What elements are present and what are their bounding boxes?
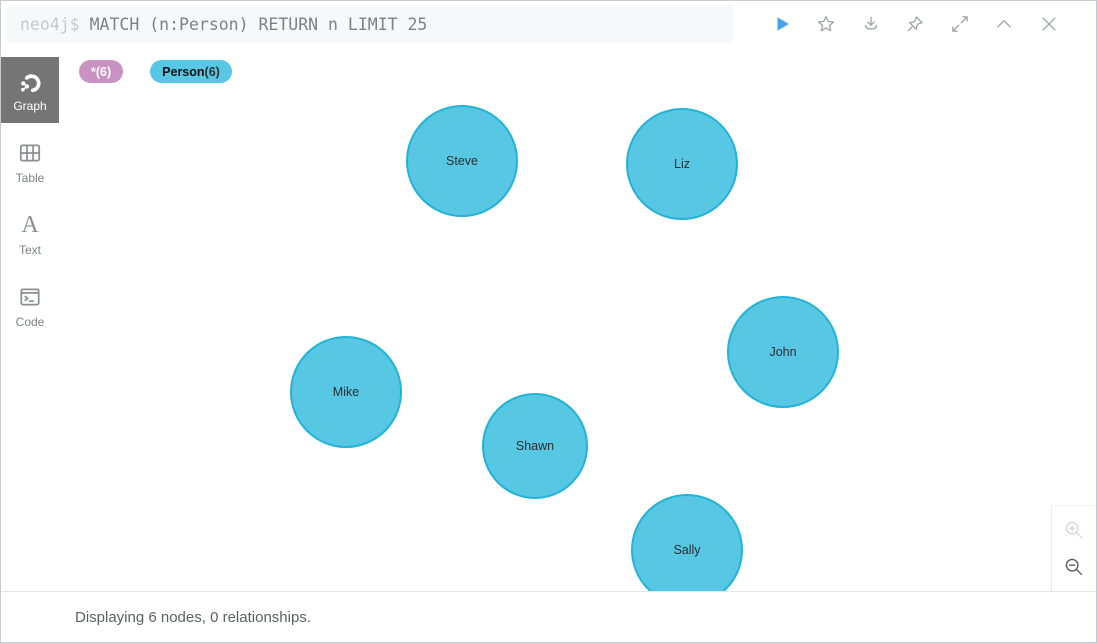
fullscreen-icon[interactable] <box>949 13 971 35</box>
status-bar: Displaying 6 nodes, 0 relationships. <box>1 591 1096 642</box>
node-legend: *(6) Person(6) <box>79 60 232 83</box>
cypher-query-bar[interactable]: neo4j$ MATCH (n:Person) RETURN n LIMIT 2… <box>7 5 734 43</box>
graph-node-shawn[interactable]: Shawn <box>482 393 588 499</box>
run-icon[interactable] <box>771 13 793 35</box>
download-icon[interactable] <box>860 13 882 35</box>
legend-pill-label: * <box>91 64 96 79</box>
tab-graph-label: Graph <box>13 98 47 113</box>
status-text: Displaying 6 nodes, 0 relationships. <box>75 608 311 626</box>
table-icon <box>17 140 43 166</box>
node-caption: Shawn <box>516 439 554 453</box>
graph-icon <box>17 68 43 94</box>
code-icon <box>17 284 43 310</box>
query-prompt: neo4j$ <box>20 14 80 34</box>
tab-code[interactable]: Code <box>1 273 59 339</box>
node-caption: Mike <box>333 385 359 399</box>
zoom-controls <box>1051 505 1095 591</box>
node-caption: John <box>769 345 796 359</box>
node-caption: Steve <box>446 154 478 168</box>
tab-text[interactable]: A Text <box>1 201 59 267</box>
graph-node-liz[interactable]: Liz <box>626 108 738 220</box>
node-circle[interactable] <box>290 336 402 448</box>
legend-pill-person[interactable]: Person(6) <box>150 60 232 83</box>
legend-pill-count: (6) <box>95 64 112 79</box>
favorite-star-icon[interactable] <box>815 13 837 35</box>
tab-table-label: Table <box>15 170 45 185</box>
graph-node-john[interactable]: John <box>727 296 839 408</box>
graph-node-steve[interactable]: Steve <box>406 105 518 217</box>
close-icon[interactable] <box>1038 13 1060 35</box>
legend-pill-all-nodes[interactable]: *(6) <box>79 60 124 83</box>
node-circle[interactable] <box>631 494 743 591</box>
node-caption: Liz <box>674 157 690 171</box>
node-circle[interactable] <box>626 108 738 220</box>
node-caption: Sally <box>673 543 701 557</box>
query-text: MATCH (n:Person) RETURN n LIMIT 25 <box>89 14 428 34</box>
pin-icon[interactable] <box>904 13 926 35</box>
tab-text-label: Text <box>18 242 41 257</box>
result-view-sidebar: Graph Table A Text <box>1 47 59 591</box>
tab-table[interactable]: Table <box>1 129 59 195</box>
text-icon: A <box>21 211 39 238</box>
zoom-in-icon[interactable] <box>1061 517 1087 543</box>
node-circle[interactable] <box>482 393 588 499</box>
node-circle[interactable] <box>406 105 518 217</box>
collapse-icon[interactable] <box>993 13 1015 35</box>
legend-pill-label: Person <box>162 64 205 79</box>
node-circle[interactable] <box>727 296 839 408</box>
graph-node-mike[interactable]: Mike <box>290 336 402 448</box>
frame-toolbar <box>734 1 1096 47</box>
tab-graph[interactable]: Graph <box>1 57 59 123</box>
zoom-out-icon[interactable] <box>1061 554 1087 580</box>
graph-node-sally[interactable]: Sally <box>631 494 743 591</box>
result-frame-header: neo4j$ MATCH (n:Person) RETURN n LIMIT 2… <box>1 1 1096 47</box>
tab-code-label: Code <box>15 314 45 329</box>
legend-pill-count: (6) <box>204 64 220 79</box>
